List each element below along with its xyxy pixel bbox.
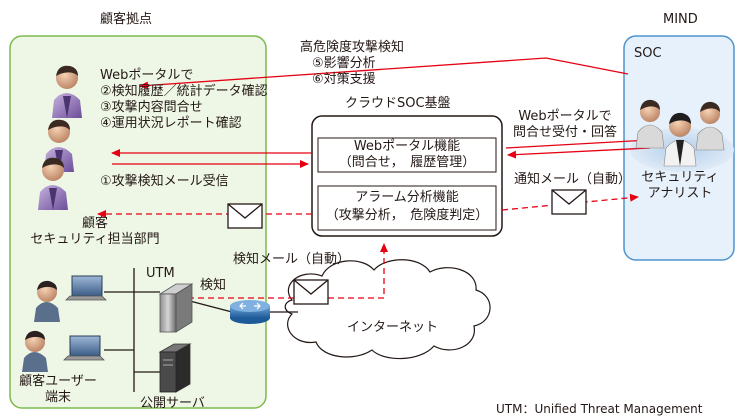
lan-lines <box>104 268 298 392</box>
notify-high-risk-label: 高危険度攻撃検知 <box>300 40 405 55</box>
soc-portal-label-line1: Webポータルで <box>518 109 612 124</box>
envelope-icon <box>227 203 263 229</box>
customer-step1-label: ①攻撃検知メール受信 <box>100 174 229 189</box>
internet-cloud <box>284 259 491 360</box>
customer-site-title: 顧客拠点 <box>100 12 153 27</box>
utm-label: UTM <box>146 266 175 281</box>
envelope-icon <box>551 189 587 215</box>
person-icon <box>38 157 68 210</box>
portal-function-box <box>317 137 497 173</box>
customer-step3-label: ③攻撃内容問合せ <box>100 100 203 115</box>
mind-title: MIND <box>663 12 698 27</box>
internet-label: インターネット <box>347 320 439 335</box>
router-icon <box>230 300 270 324</box>
notify-impact-label: ⑤影響分析 <box>312 56 376 71</box>
analyst-person-icon <box>663 112 697 167</box>
footnote: UTM：Unified Threat Management <box>496 402 703 416</box>
flow-arrows <box>97 57 651 299</box>
portal-function-detail: （問合せ， 履歴管理） <box>338 155 476 170</box>
public-server-label: 公開サーバ <box>140 396 205 411</box>
envelope-icon <box>293 279 329 305</box>
person-icon <box>52 65 82 118</box>
customer-portal-label: Webポータルで <box>100 68 194 83</box>
cloud-soc-title: クラウドSOC基盤 <box>345 96 451 111</box>
analyst-person-icon <box>695 101 725 151</box>
user-terminal-label-line1: 顧客ユーザー <box>19 374 97 389</box>
alarm-mail-to-analyst-arrow <box>501 193 639 211</box>
utm-detect-mail-arrow <box>188 243 388 299</box>
portal-to-soc-arrow <box>505 136 651 149</box>
alarm-function-detail: （攻撃分析， 危険度判定） <box>325 208 489 223</box>
customer-step4-label: ④運用状況レポート確認 <box>100 116 242 131</box>
alarm-function-title: アラーム分析機能 <box>355 190 459 205</box>
high-risk-notify-arrow <box>139 57 629 90</box>
security-dept-label-line1: 顧客 <box>81 216 108 231</box>
portal-function-title: Webポータル機能 <box>353 139 461 154</box>
server-icon <box>158 343 192 393</box>
customer-step2-label: ②検知履歴／統計データ確認 <box>100 84 268 99</box>
detect-mail-label: 検知メール（自動） <box>233 252 351 267</box>
soc-portal-label-line2: 問合せ受付・回答 <box>512 125 617 140</box>
laptop-icon <box>65 275 107 301</box>
notify-mail-auto-label: 通知メール（自動） <box>514 172 632 187</box>
analyst-person-icon <box>635 99 665 149</box>
soc-title: SOC <box>634 46 662 61</box>
alarm-function-box <box>317 185 497 231</box>
analyst-label-line1: セキュリティ <box>641 170 719 185</box>
person-icon <box>34 280 60 322</box>
security-dept-label-line2: セキュリティ担当部門 <box>30 232 160 247</box>
detect-label: 検知 <box>200 278 227 293</box>
laptop-icon <box>63 335 105 361</box>
soc-to-portal-arrow <box>507 147 651 159</box>
analyst-label-line2: アナリスト <box>647 186 713 201</box>
mail-icons <box>227 189 587 305</box>
user-terminal-label-line2: 端末 <box>44 390 71 405</box>
notify-support-label: ⑥対策支援 <box>312 72 376 87</box>
utm-device-icon <box>158 283 194 333</box>
person-icon <box>22 330 48 372</box>
customer-site-region <box>9 35 267 409</box>
